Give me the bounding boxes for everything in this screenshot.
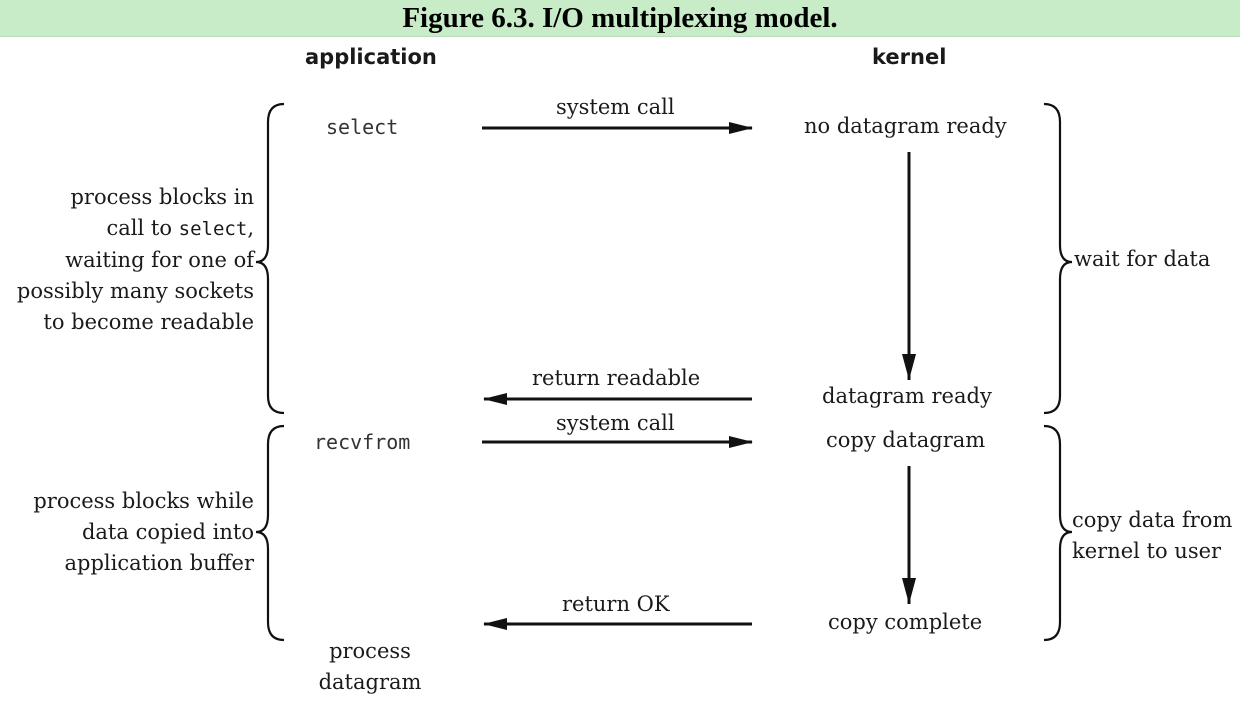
label-system-call-1: system call xyxy=(556,95,675,119)
code-select: select xyxy=(178,218,248,240)
note-line: wait for data xyxy=(1074,247,1211,271)
note-blocks-in-select: process blocks in call to select, waitin… xyxy=(17,182,254,338)
note-line: possibly many sockets xyxy=(16,279,254,303)
column-header-kernel: kernel xyxy=(872,45,947,69)
arrow-wait-down-head xyxy=(902,354,916,380)
figure-title-bar: Figure 6.3. I/O multiplexing model. xyxy=(0,0,1240,37)
note-line: data copied into xyxy=(81,520,254,544)
right-brace-wait xyxy=(1043,102,1073,415)
state-datagram-ready: datagram ready xyxy=(822,384,992,408)
call-select: select xyxy=(326,115,399,139)
note-line: waiting for one of xyxy=(65,248,254,272)
note-line: kernel to user xyxy=(1072,539,1222,563)
column-header-application: application xyxy=(305,45,437,69)
note-process-datagram: process datagram xyxy=(300,636,440,698)
note-line: copy data from xyxy=(1072,508,1233,532)
state-copy-complete: copy complete xyxy=(828,610,983,634)
state-copy-datagram: copy datagram xyxy=(826,428,986,452)
label-system-call-2: system call xyxy=(556,411,675,435)
label-return-readable: return readable xyxy=(532,366,701,390)
note-line: process blocks while xyxy=(33,489,254,513)
right-brace-copy xyxy=(1043,424,1073,642)
left-brace-recvfrom xyxy=(255,424,285,642)
note-line: process blocks in xyxy=(70,185,254,209)
state-no-datagram-ready: no datagram ready xyxy=(804,114,1007,138)
note-line: call to select, xyxy=(106,216,254,240)
left-brace-select xyxy=(255,102,285,415)
note-line: application buffer xyxy=(64,551,254,575)
call-recvfrom: recvfrom xyxy=(314,430,411,454)
note-line: datagram xyxy=(318,670,422,694)
arrow-copy-down-head xyxy=(902,578,916,604)
note-line: to become readable xyxy=(43,310,254,334)
figure-title: Figure 6.3. I/O multiplexing model. xyxy=(402,2,838,34)
note-wait-for-data: wait for data xyxy=(1074,244,1210,275)
label-return-ok: return OK xyxy=(562,592,670,616)
note-line: process xyxy=(329,639,411,663)
note-copy-data: copy data from kernel to user xyxy=(1072,505,1232,567)
note-blocks-while-copy: process blocks while data copied into ap… xyxy=(33,486,254,579)
